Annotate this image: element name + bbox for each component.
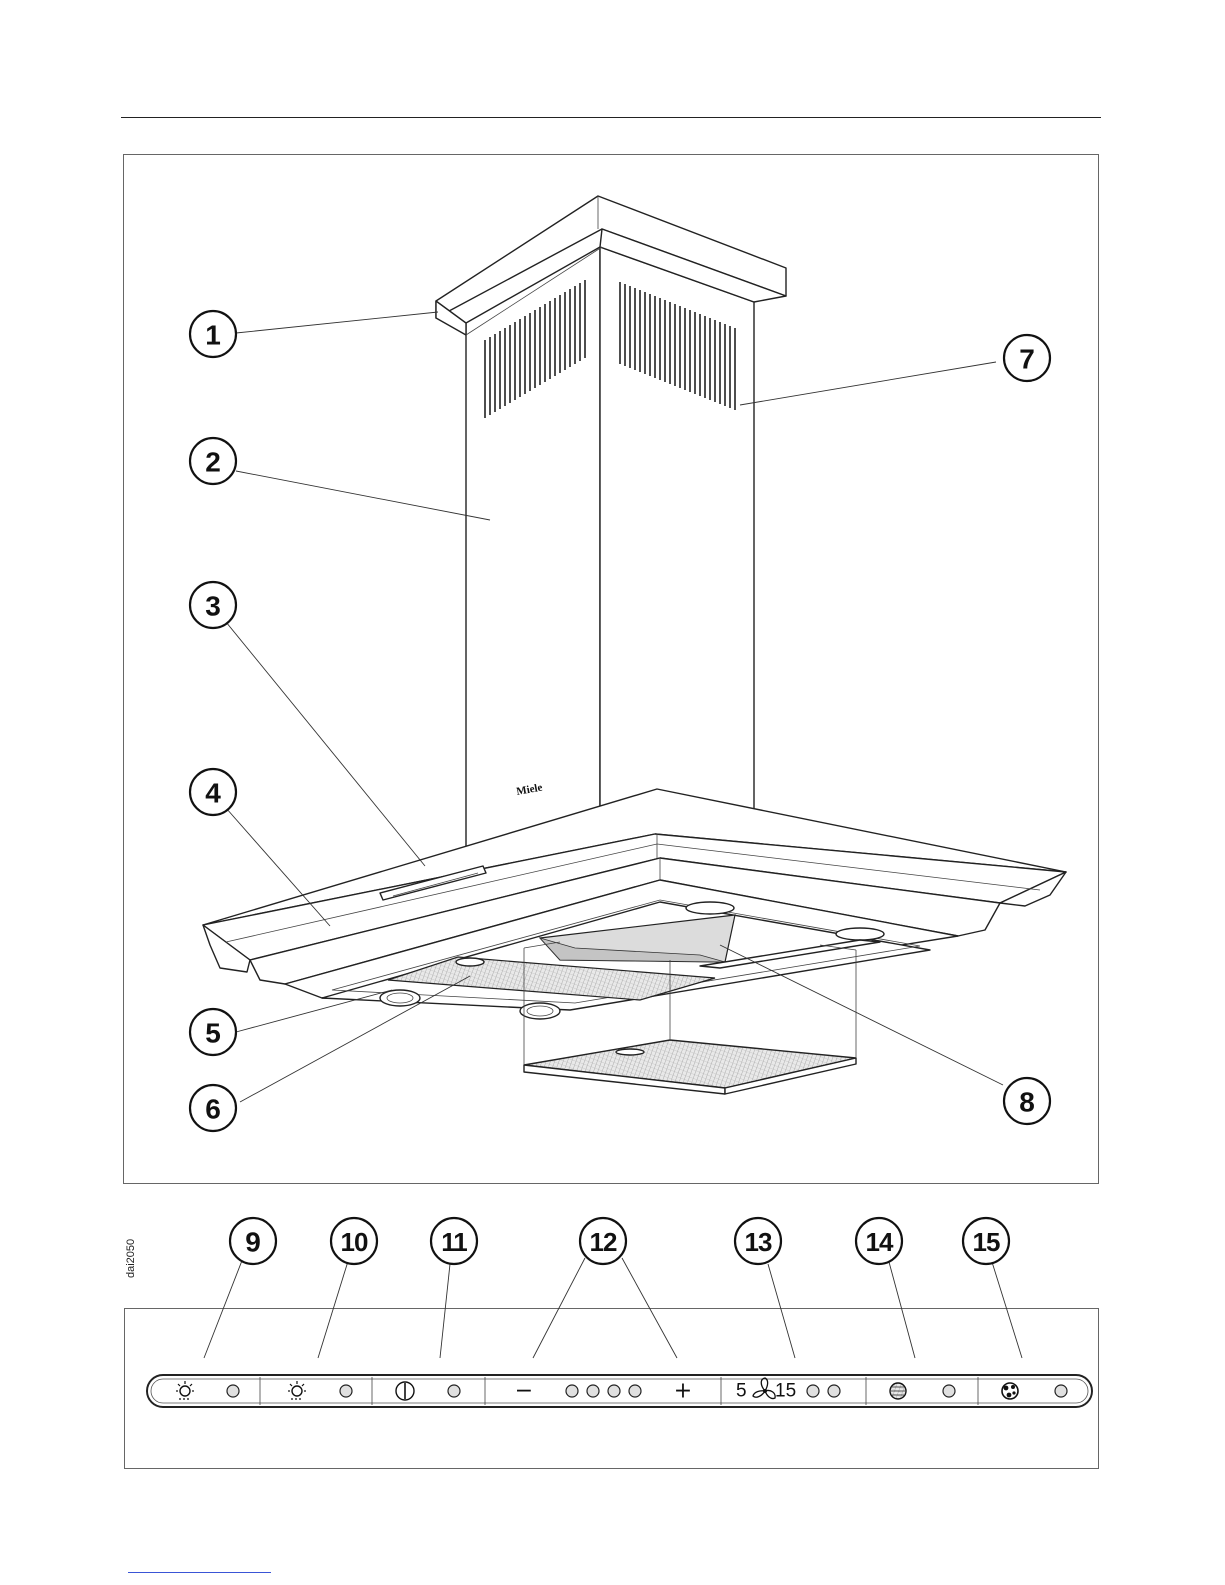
charcoal-filter-indicator [1055, 1385, 1067, 1397]
charcoal-filter-button[interactable] [1002, 1383, 1018, 1399]
callout-6: 6 [190, 1085, 236, 1131]
svg-text:5: 5 [205, 1018, 221, 1049]
svg-text:13: 13 [745, 1227, 772, 1257]
svg-text:8: 8 [1019, 1087, 1035, 1118]
callout-11: 11 [431, 1218, 477, 1264]
svg-text:9: 9 [245, 1227, 261, 1258]
callout-3: 3 [190, 582, 236, 628]
callout-5: 5 [190, 1009, 236, 1055]
light-indicator-right [340, 1385, 352, 1397]
callout-15: 15 [963, 1218, 1009, 1264]
power-indicator [448, 1385, 460, 1397]
callout-1: 1 [190, 311, 236, 357]
svg-text:7: 7 [1019, 344, 1035, 375]
callout-7: 7 [1004, 335, 1050, 381]
svg-text:1: 1 [205, 320, 221, 351]
svg-text:6: 6 [205, 1094, 221, 1125]
charcoal-filter-icon [1002, 1383, 1018, 1399]
grease-filter-indicator [943, 1385, 955, 1397]
grease-filter-button[interactable] [890, 1383, 906, 1399]
svg-text:11: 11 [441, 1227, 467, 1257]
svg-text:2: 2 [205, 447, 221, 478]
svg-text:12: 12 [590, 1227, 617, 1257]
callout-10: 10 [331, 1218, 377, 1264]
callout-2: 2 [190, 438, 236, 484]
callout-14: 14 [856, 1218, 902, 1264]
callout-4: 4 [190, 769, 236, 815]
svg-text:15: 15 [973, 1227, 1000, 1257]
light-indicator-left [227, 1385, 239, 1397]
svg-text:4: 4 [205, 778, 221, 809]
svg-text:3: 3 [205, 591, 221, 622]
hood-canopy [203, 789, 1066, 1019]
svg-text:14: 14 [866, 1227, 894, 1257]
grease-filter-icon [890, 1383, 906, 1399]
fan-run-on-15-label: 15 [775, 1381, 796, 1402]
svg-text:10: 10 [341, 1227, 368, 1257]
fan-speed-minus-button[interactable]: − [515, 1379, 533, 1404]
callout-13: 13 [735, 1218, 781, 1264]
callout-9: 9 [230, 1218, 276, 1264]
callout-12: 12 [580, 1218, 626, 1264]
fan-run-on-5-label: 5 [736, 1381, 747, 1402]
fan-speed-plus-button[interactable]: + [674, 1379, 692, 1404]
callout-8: 8 [1004, 1078, 1050, 1124]
chimney: Miele [436, 196, 786, 847]
